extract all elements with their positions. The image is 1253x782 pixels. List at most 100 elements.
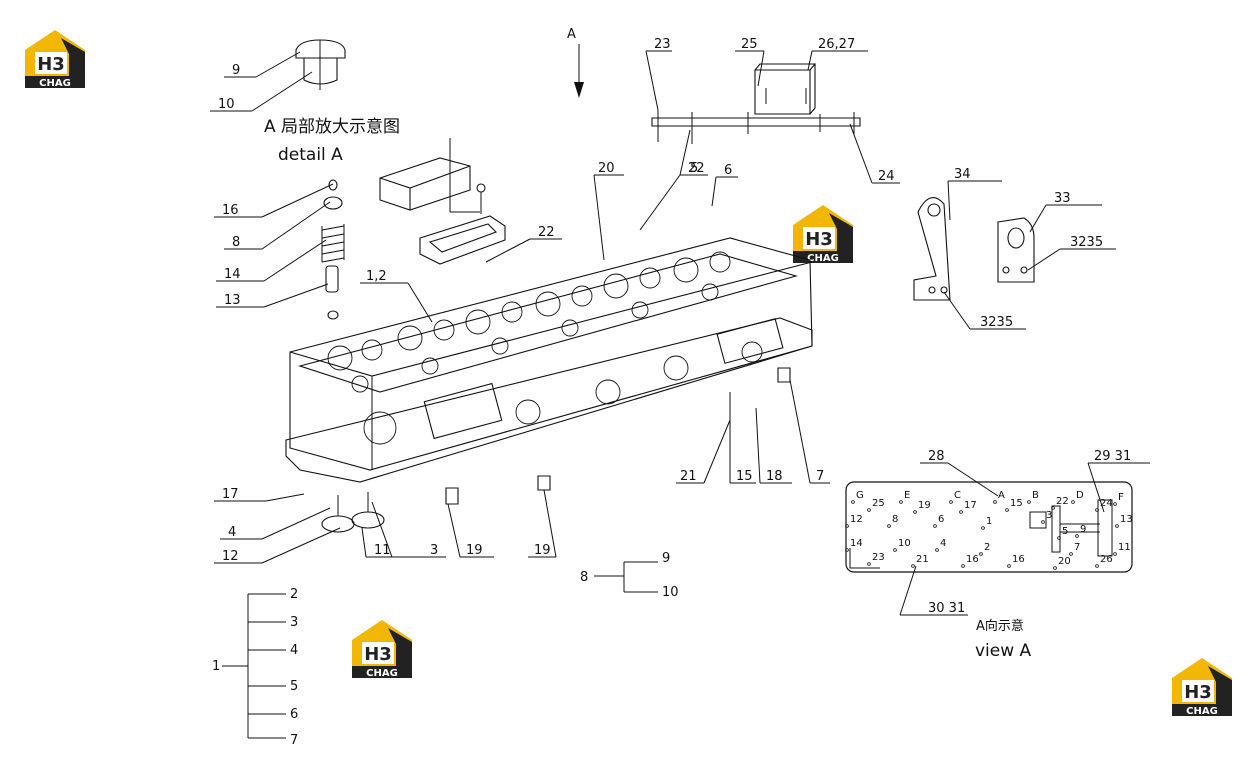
view-a-hole bbox=[1071, 500, 1075, 504]
view-a-hole bbox=[935, 548, 939, 552]
view-a-hole bbox=[913, 510, 917, 514]
view-a-hole bbox=[1069, 552, 1073, 556]
arrow-down-icon bbox=[574, 82, 584, 98]
callout-label: 12 bbox=[222, 549, 239, 564]
view-a-hole bbox=[1113, 552, 1117, 556]
view-a-hole bbox=[867, 562, 871, 566]
view-a-mark: 7 bbox=[1074, 542, 1080, 553]
logo-word: CHAG bbox=[366, 668, 398, 679]
callout-label: 33 bbox=[1054, 191, 1071, 206]
view-a-mark: 17 bbox=[964, 500, 977, 511]
leader-line bbox=[407, 282, 433, 323]
view-a-mark: 14 bbox=[850, 538, 863, 549]
view-a-hole bbox=[867, 508, 871, 512]
view-a-hole bbox=[1005, 508, 1009, 512]
callout-label: 13 bbox=[224, 293, 241, 308]
view-a-mark: 20 bbox=[1058, 556, 1071, 567]
leader-line bbox=[703, 419, 731, 484]
view-a-mark: A bbox=[998, 490, 1005, 501]
view-a-mark: 1 bbox=[986, 516, 992, 527]
leader-line bbox=[261, 201, 331, 250]
leader-line bbox=[947, 462, 999, 497]
detail-a-seal bbox=[295, 39, 346, 90]
leader-line bbox=[261, 527, 341, 564]
rocker-cover bbox=[379, 138, 506, 265]
bom-item-label: 6 bbox=[290, 707, 298, 722]
valves bbox=[321, 492, 385, 533]
logo-mark: H3 bbox=[805, 229, 833, 250]
bom-item-label: 10 bbox=[662, 585, 679, 600]
logo-word: CHAG bbox=[1186, 706, 1218, 717]
logo-mark: H3 bbox=[37, 54, 65, 75]
leader-line bbox=[679, 129, 691, 176]
leader-line bbox=[361, 527, 367, 558]
view-a-hole bbox=[1113, 502, 1117, 506]
leader-line bbox=[447, 503, 461, 558]
callout-label: 17 bbox=[222, 487, 239, 502]
view-a-mark: 16 bbox=[1012, 554, 1025, 565]
lifting-bracket-assembly bbox=[651, 63, 861, 144]
view-a-mark: 13 bbox=[1120, 514, 1133, 525]
bracket-33 bbox=[997, 217, 1035, 283]
view-a-mark: D bbox=[1076, 490, 1084, 501]
view-a-mark: G bbox=[856, 490, 864, 501]
brand-logo: H3 CHAG bbox=[1172, 658, 1232, 717]
callout-label: 10 bbox=[218, 97, 235, 112]
leader-line bbox=[755, 407, 761, 484]
bom-tree-1 bbox=[222, 593, 286, 739]
detail-caption-cn: A 局部放大示意图 bbox=[264, 117, 400, 137]
view-a-mark: 2 bbox=[984, 542, 990, 553]
view-caption-en: view A bbox=[975, 641, 1032, 661]
view-a-mark: B bbox=[1032, 490, 1039, 501]
view-a-mark: 9 bbox=[1080, 524, 1086, 535]
callout-label: 28 bbox=[928, 449, 945, 464]
leader-line bbox=[645, 50, 659, 111]
callout-label: 16 bbox=[222, 203, 239, 218]
view-a-mark: 16 bbox=[966, 554, 979, 565]
callout-label: 7 bbox=[816, 469, 824, 484]
leader-line bbox=[711, 176, 717, 207]
callout-label: 1,2 bbox=[366, 269, 387, 284]
logo-mark: H3 bbox=[364, 644, 392, 665]
view-a-mark: 10 bbox=[898, 538, 911, 549]
callout-label: 26,27 bbox=[818, 37, 855, 52]
view-a-hole bbox=[887, 524, 891, 528]
view-a-hole bbox=[845, 548, 849, 552]
brand-logo: H3 CHAG bbox=[793, 205, 853, 264]
leader-line bbox=[261, 507, 331, 540]
bom-item-label: 2 bbox=[290, 587, 298, 602]
view-a-mark: E bbox=[904, 490, 910, 501]
callout-label: 25 bbox=[741, 37, 758, 52]
leader-line bbox=[757, 50, 765, 87]
leader-line bbox=[639, 174, 681, 231]
callout-label: 6 bbox=[724, 163, 732, 178]
view-a-mark: 12 bbox=[850, 514, 863, 525]
bom-root-label: 8 bbox=[580, 570, 588, 585]
callout-label: 18 bbox=[766, 469, 783, 484]
callout-label: 22 bbox=[538, 225, 555, 240]
view-a-hole bbox=[1075, 534, 1079, 538]
callout-label: 30 31 bbox=[928, 601, 965, 616]
view-a-hole bbox=[899, 500, 903, 504]
callout-label: 3235 bbox=[980, 315, 1013, 330]
callout-label: 8 bbox=[232, 235, 240, 250]
view-a-hole bbox=[1115, 524, 1119, 528]
bom-item-label: 7 bbox=[290, 733, 298, 748]
leader-line bbox=[943, 291, 971, 330]
view-a-hole bbox=[961, 564, 965, 568]
view-a-mark: 26 bbox=[1100, 554, 1113, 565]
leader-line bbox=[807, 50, 813, 71]
valve-spring-stack bbox=[321, 179, 345, 320]
leader-line bbox=[485, 238, 531, 263]
bom-tree-8 bbox=[594, 561, 658, 593]
view-a-hole bbox=[993, 500, 997, 504]
callout-label: 3 bbox=[430, 543, 438, 558]
view-a-mark: 19 bbox=[918, 500, 931, 511]
callout-label: 23 bbox=[654, 37, 671, 52]
leader-line bbox=[261, 183, 334, 218]
view-a-hole bbox=[893, 548, 897, 552]
callout-label: 24 bbox=[878, 169, 895, 184]
leader-line bbox=[263, 239, 327, 282]
